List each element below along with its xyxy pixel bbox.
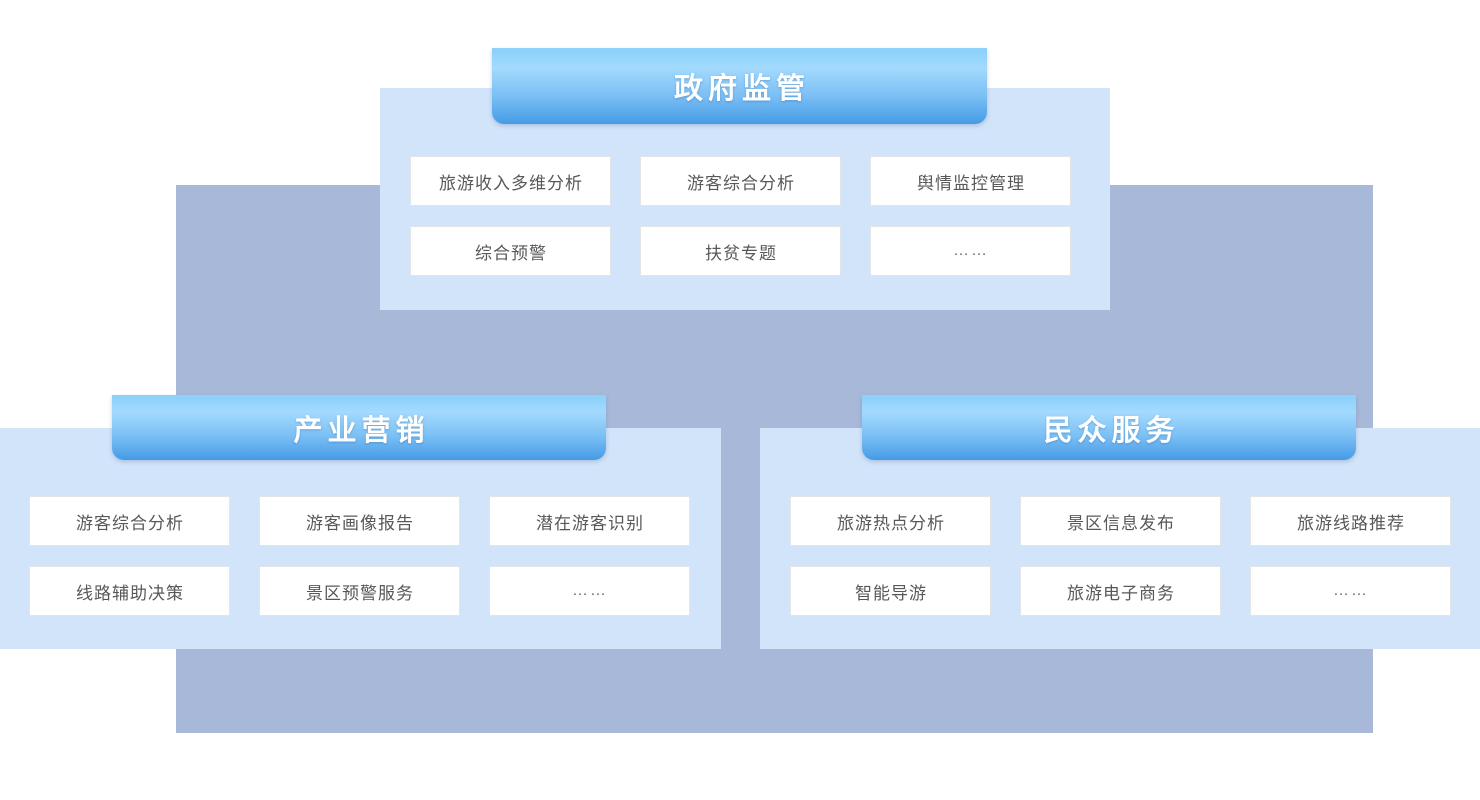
card-label: 舆情监控管理 <box>917 173 1025 193</box>
card-government-4[interactable]: 扶贫专题 <box>640 226 841 276</box>
card-label: 景区信息发布 <box>1067 513 1175 533</box>
card-service-1[interactable]: 景区信息发布 <box>1020 496 1221 546</box>
card-government-3[interactable]: 综合预警 <box>410 226 611 276</box>
card-label-ellipsis: …… <box>1333 582 1369 599</box>
card-label: 旅游电子商务 <box>1067 583 1175 603</box>
card-government-5[interactable]: …… <box>870 226 1071 276</box>
card-marketing-1[interactable]: 游客画像报告 <box>259 496 460 546</box>
card-label: 旅游收入多维分析 <box>439 173 583 193</box>
tab-title: 政府监管 <box>673 73 810 105</box>
panel-government-supervision: 旅游收入多维分析 游客综合分析 舆情监控管理 综合预警 扶贫专题 …… <box>380 88 1110 310</box>
panel-industry-marketing: 游客综合分析 游客画像报告 潜在游客识别 线路辅助决策 景区预警服务 …… <box>0 428 721 649</box>
card-government-2[interactable]: 舆情监控管理 <box>870 156 1071 206</box>
card-label: 潜在游客识别 <box>536 513 644 533</box>
card-label: 游客画像报告 <box>306 513 414 533</box>
card-marketing-3[interactable]: 线路辅助决策 <box>29 566 230 616</box>
card-marketing-0[interactable]: 游客综合分析 <box>29 496 230 546</box>
card-service-3[interactable]: 智能导游 <box>790 566 991 616</box>
tab-title: 民众服务 <box>1043 414 1180 447</box>
card-service-0[interactable]: 旅游热点分析 <box>790 496 991 546</box>
card-label: 游客综合分析 <box>687 173 795 193</box>
tab-industry-marketing[interactable]: 产业营销 <box>112 395 606 460</box>
card-label: 旅游线路推荐 <box>1297 513 1405 533</box>
card-label: 线路辅助决策 <box>76 583 184 603</box>
card-government-1[interactable]: 游客综合分析 <box>640 156 841 206</box>
tab-title: 产业营销 <box>293 414 430 447</box>
card-marketing-4[interactable]: 景区预警服务 <box>259 566 460 616</box>
card-label: 智能导游 <box>855 583 927 603</box>
card-label: 景区预警服务 <box>306 583 414 603</box>
card-label: 旅游热点分析 <box>837 513 945 533</box>
card-label-ellipsis: …… <box>572 582 608 599</box>
tab-public-service[interactable]: 民众服务 <box>862 395 1356 460</box>
card-service-5[interactable]: …… <box>1250 566 1451 616</box>
card-service-4[interactable]: 旅游电子商务 <box>1020 566 1221 616</box>
card-label: 扶贫专题 <box>705 243 777 263</box>
card-label-ellipsis: …… <box>953 242 989 259</box>
card-marketing-2[interactable]: 潜在游客识别 <box>489 496 690 546</box>
tab-government-supervision[interactable]: 政府监管 <box>492 48 987 124</box>
panel-public-service: 旅游热点分析 景区信息发布 旅游线路推荐 智能导游 旅游电子商务 …… <box>760 428 1480 649</box>
card-marketing-5[interactable]: …… <box>489 566 690 616</box>
card-label: 综合预警 <box>475 243 547 263</box>
card-government-0[interactable]: 旅游收入多维分析 <box>410 156 611 206</box>
card-service-2[interactable]: 旅游线路推荐 <box>1250 496 1451 546</box>
card-label: 游客综合分析 <box>76 513 184 533</box>
